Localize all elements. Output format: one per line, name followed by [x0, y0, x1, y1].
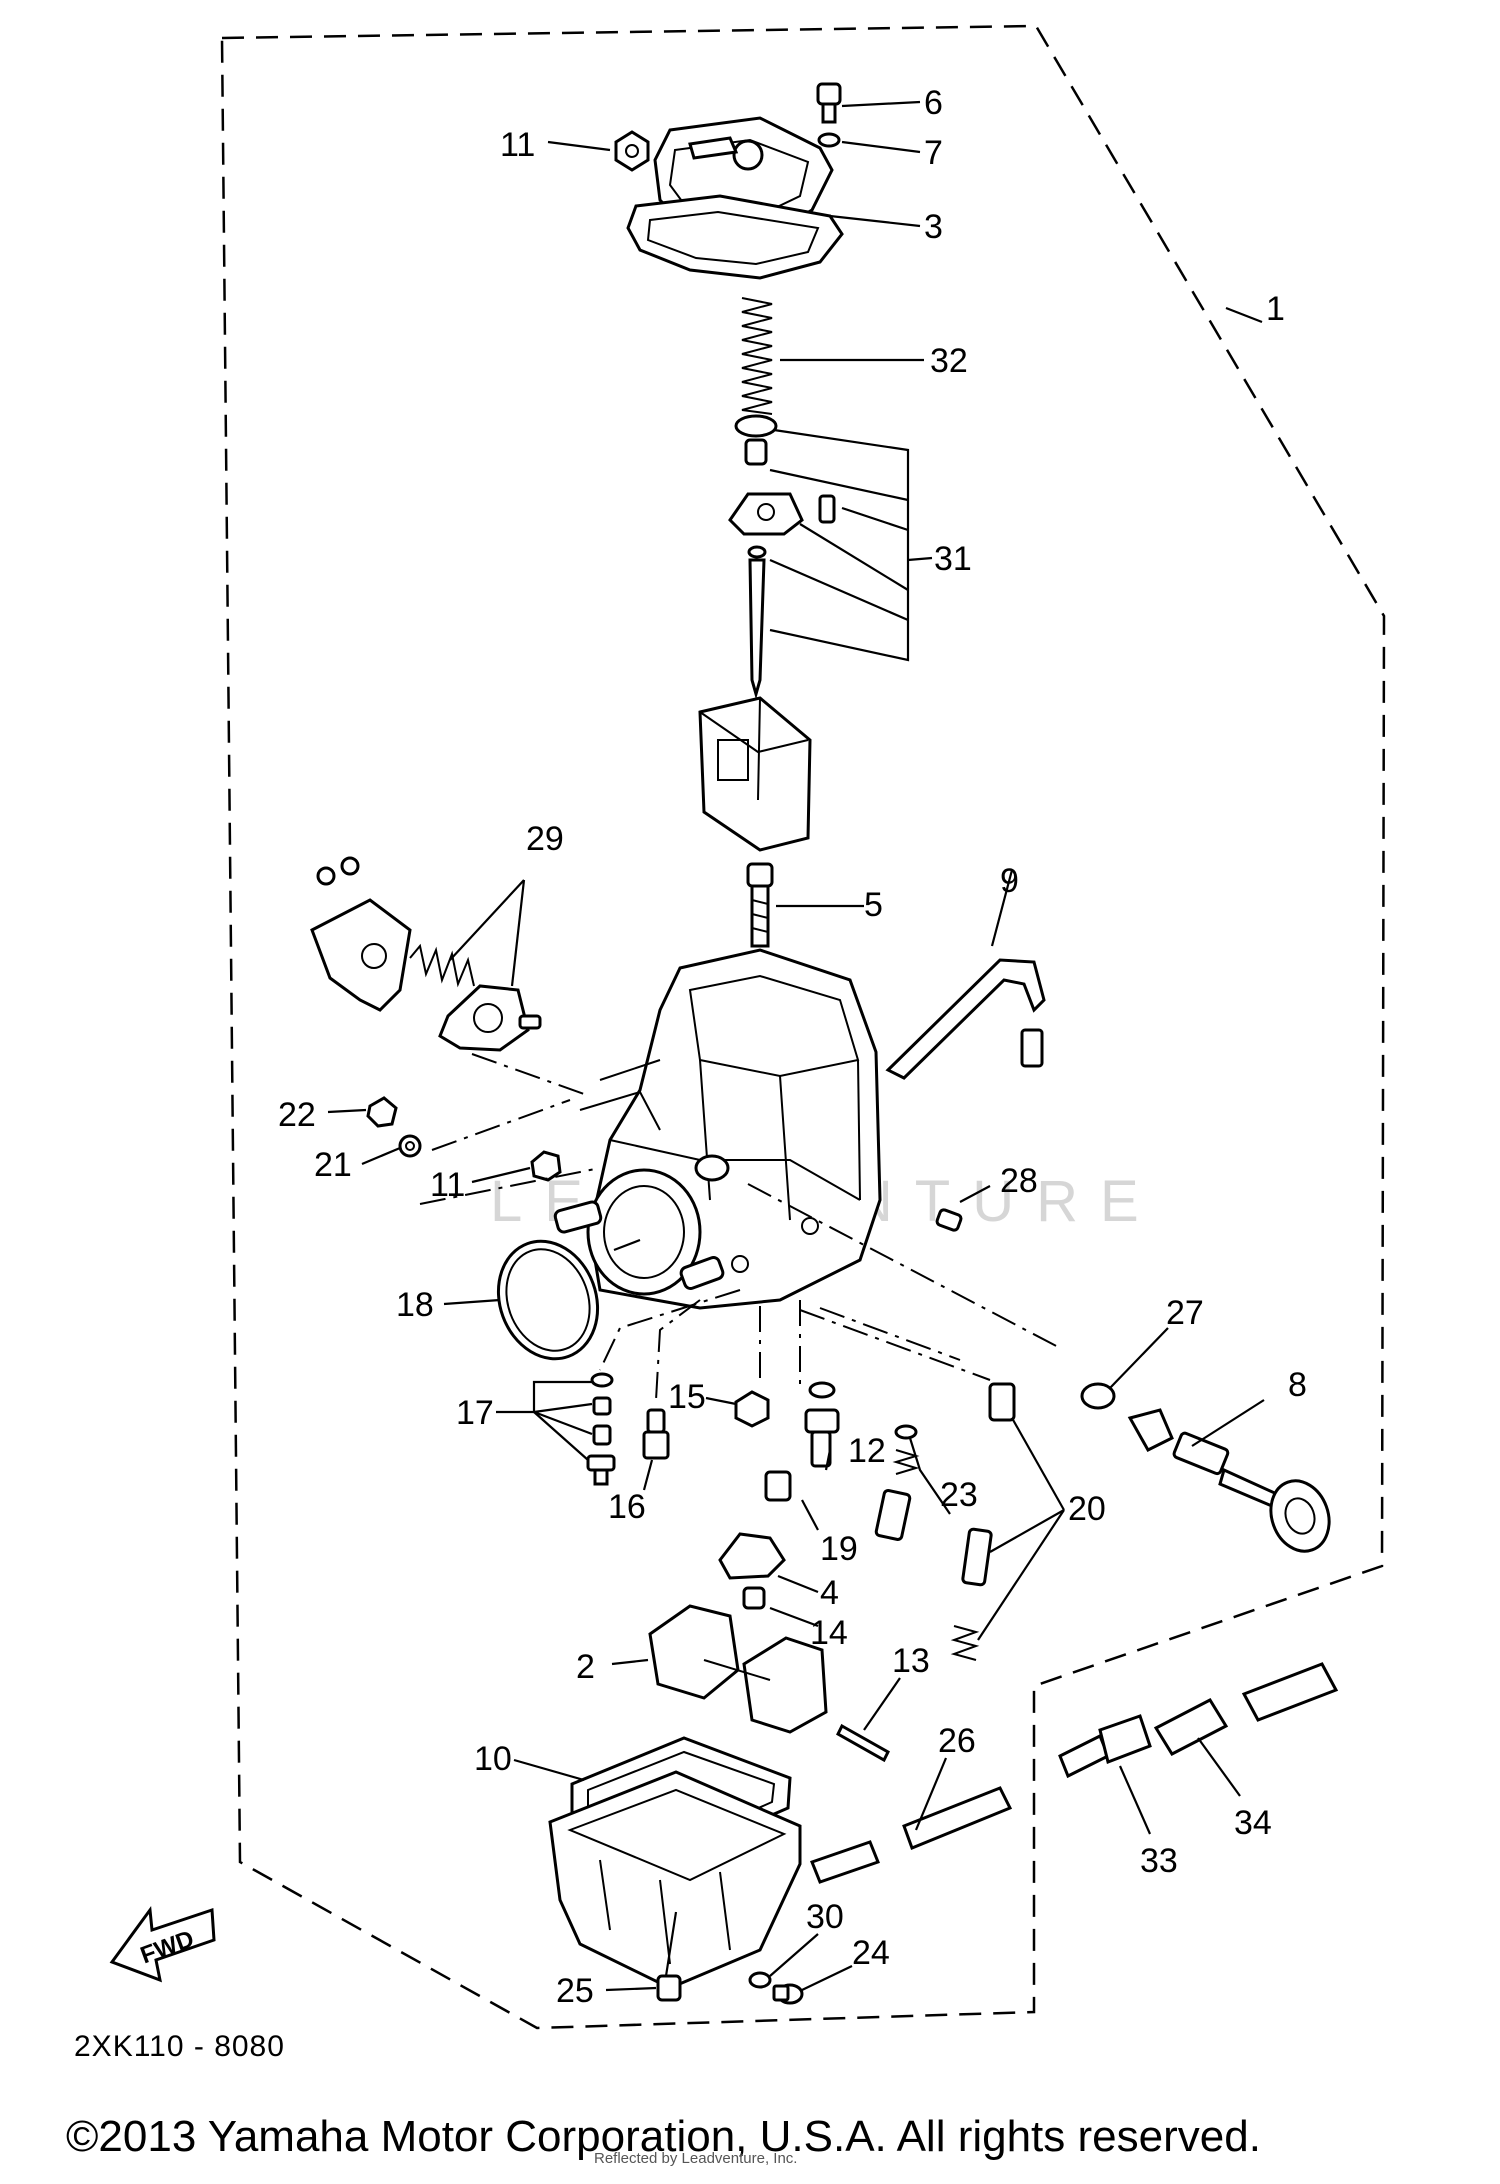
throttle-spring [741, 297, 773, 415]
callout-29: 29 [526, 820, 564, 858]
callout-8: 8 [1288, 1366, 1307, 1404]
callout-26: 26 [938, 1722, 976, 1760]
callout-3: 3 [924, 208, 943, 246]
callout-23: 23 [940, 1476, 978, 1514]
callout-20: 20 [1068, 1490, 1106, 1528]
needle-jet [746, 862, 774, 948]
o-ring-27 [1080, 1382, 1116, 1410]
callout-22: 22 [278, 1096, 316, 1134]
jet-16 [642, 1408, 670, 1460]
callout-11-top: 11 [500, 126, 535, 164]
leader-lines [327, 100, 1265, 1992]
o-ring [496, 1239, 600, 1361]
top-cap-gasket [626, 194, 844, 280]
callout-34: 34 [1234, 1804, 1272, 1842]
callout-17: 17 [456, 1394, 494, 1432]
needle-set [728, 414, 836, 700]
callout-30: 30 [806, 1898, 844, 1936]
jet-20-stack [950, 1382, 1016, 1661]
washer-21 [398, 1134, 422, 1158]
drain-screw-24 [772, 1983, 804, 2005]
cap-washer [817, 132, 841, 148]
diagram-code: 2XK110 - 8080 [74, 2030, 285, 2063]
jet-15 [734, 1390, 770, 1428]
callouts: 1 6 7 3 11 32 31 29 9 5 22 21 11 28 18 2… [278, 84, 1307, 2010]
carburetor-body [553, 948, 882, 1310]
callout-1: 1 [1266, 290, 1285, 328]
callout-4: 4 [820, 1574, 839, 1612]
callout-18: 18 [396, 1286, 434, 1324]
watermark-caption: Reflected by Leadventure, Inc. [594, 2150, 798, 2167]
float-bowl [548, 1770, 802, 1990]
callout-25: 25 [556, 1972, 594, 2010]
callout-10: 10 [474, 1740, 512, 1778]
fwd-arrow-icon: FWD [109, 1905, 216, 1983]
callout-27: 27 [1166, 1294, 1204, 1332]
callout-7: 7 [924, 134, 943, 172]
callout-11-mid: 11 [430, 1166, 465, 1204]
callout-2: 2 [576, 1648, 595, 1686]
nut-11-lower [530, 1150, 562, 1182]
o-ring-30 [748, 1971, 772, 1989]
callout-28: 28 [1000, 1162, 1038, 1200]
fitting-33 [1058, 1714, 1152, 1779]
callout-6: 6 [924, 84, 943, 122]
float [648, 1604, 828, 1734]
jet-23 [874, 1424, 920, 1541]
callout-31: 31 [934, 540, 972, 578]
small-bolt-22 [366, 1096, 398, 1128]
cap-nut [614, 130, 650, 172]
screw-28 [935, 1208, 963, 1232]
pump-spring [409, 943, 475, 988]
cap-screw [816, 82, 842, 124]
callout-33: 33 [1140, 1842, 1178, 1880]
callout-19: 19 [820, 1530, 858, 1568]
callout-16: 16 [608, 1488, 646, 1526]
callout-32: 32 [930, 342, 968, 380]
callout-21: 21 [314, 1146, 352, 1184]
callout-13: 13 [892, 1642, 930, 1680]
callout-9: 9 [1000, 862, 1019, 900]
jet-19 [764, 1470, 792, 1502]
float-pin [836, 1723, 890, 1763]
drain-screw-25 [656, 1974, 682, 2002]
callout-12: 12 [848, 1432, 886, 1470]
pump-cover [310, 856, 412, 1012]
jet-12 [804, 1381, 840, 1468]
throttle-valve [698, 696, 812, 852]
drain-hose-26 [810, 1786, 1013, 1884]
callout-24: 24 [852, 1934, 890, 1972]
float-valve-seat [718, 1532, 786, 1610]
hose-34 [1153, 1662, 1339, 1756]
throttle-stop-screw [1127, 1408, 1331, 1553]
callout-5: 5 [864, 886, 883, 924]
callout-14: 14 [810, 1614, 848, 1652]
copyright-notice: ©2013 Yamaha Motor Corporation, U.S.A. A… [66, 2112, 1261, 2161]
callout-15: 15 [668, 1378, 706, 1416]
pump-diaphragm [438, 984, 542, 1052]
vent-hose [885, 958, 1046, 1080]
jet-17-stack [586, 1372, 616, 1486]
